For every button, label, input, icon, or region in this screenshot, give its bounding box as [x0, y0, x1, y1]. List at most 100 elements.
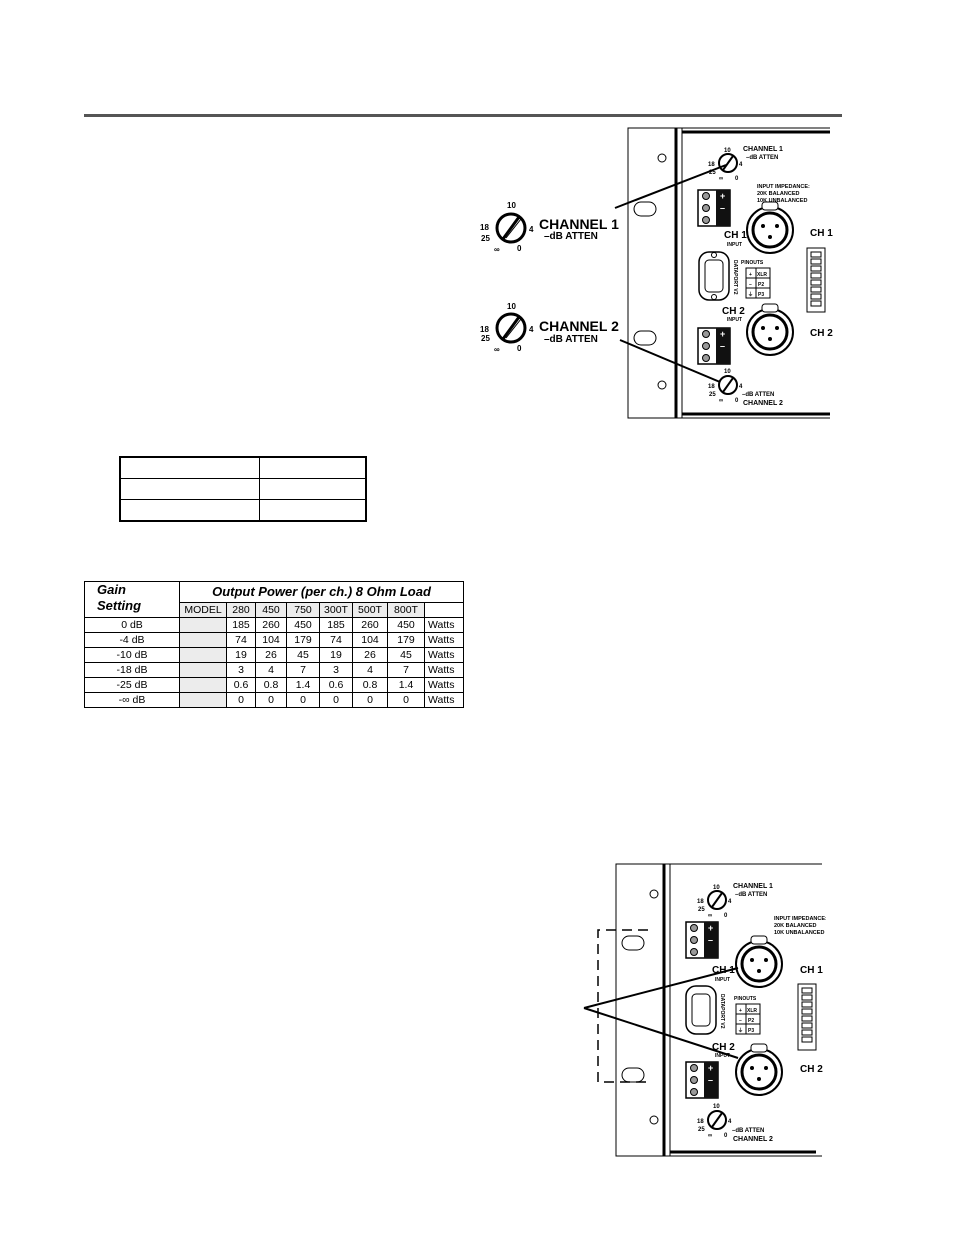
impedance-line2: 20K BALANCED — [757, 191, 800, 197]
dip-switch-bank[interactable] — [806, 247, 826, 313]
power-value-cell: 74 — [226, 632, 256, 648]
svg-text:18: 18 — [697, 899, 704, 905]
pinouts-label: PINOUTS — [741, 260, 764, 266]
power-value-cell: 0 — [387, 692, 425, 708]
terminal-block-ch2[interactable]: + – — [697, 327, 731, 365]
knob2-scale-18: 18 — [480, 325, 489, 334]
power-value-cell: 7 — [286, 662, 320, 678]
power-value-cell: 74 — [319, 632, 353, 648]
rear-panel-figure: 10 4 0 ∞ 25 18 CHANNEL 1 –dB ATTEN 10 4 … — [480, 127, 833, 419]
power-value-cell: 1.4 — [387, 677, 425, 693]
lower-pin-p3: P3 — [748, 1028, 754, 1034]
panel-knob-ch1[interactable] — [718, 153, 738, 173]
model-blank-cell — [179, 632, 227, 648]
knob2-scale-10: 10 — [507, 302, 516, 311]
col-450: 450 — [255, 602, 287, 618]
lower-pin-xlr: XLR — [747, 1008, 757, 1014]
power-value-cell: 0.6 — [226, 677, 256, 693]
svg-text:4: 4 — [739, 384, 743, 390]
power-value-cell: 26 — [255, 647, 287, 663]
unit-cell: Watts — [424, 677, 464, 693]
output-power-header: Output Power (per ch.) 8 Ohm Load — [179, 581, 464, 603]
svg-text:10: 10 — [724, 369, 731, 375]
lower-ch1-text: CH 1 — [800, 965, 823, 976]
power-value-cell: 260 — [352, 617, 388, 633]
svg-text:0: 0 — [724, 1133, 728, 1139]
lower-ch2-label: CHANNEL 2 — [733, 1136, 773, 1143]
lower-dataport-label: DATAPORT V2 — [719, 994, 725, 1029]
power-value-cell: 3 — [319, 662, 353, 678]
model-blank-cell — [179, 647, 227, 663]
svg-text:∞: ∞ — [708, 913, 712, 919]
gain-setting-cell: -10 dB — [84, 647, 180, 663]
panel-input-ch1-sub: INPUT — [727, 242, 742, 248]
power-value-cell: 0 — [352, 692, 388, 708]
power-value-cell: 7 — [387, 662, 425, 678]
knob2-scale-0: 0 — [517, 344, 522, 353]
lower-ch2-text: CH 2 — [800, 1064, 823, 1075]
lower-impedance-1: INPUT IMPEDANCE: — [774, 916, 826, 922]
svg-text:–: – — [708, 935, 713, 945]
svg-text:–: – — [708, 1075, 713, 1085]
power-value-cell: 0 — [226, 692, 256, 708]
svg-text:18: 18 — [708, 162, 715, 168]
dataport-connector[interactable] — [698, 251, 730, 301]
lower-terminal-ch1[interactable]: + – — [685, 921, 719, 959]
xlr-jack-ch1[interactable] — [746, 201, 794, 254]
lower-xlr-ch2[interactable] — [735, 1043, 783, 1096]
lower-terminal-ch2[interactable]: + – — [685, 1061, 719, 1099]
terminal-block-ch1[interactable]: + – — [697, 189, 731, 227]
svg-text:+: + — [720, 329, 725, 339]
lower-pinouts-label: PINOUTS — [734, 996, 757, 1002]
lower-knob-ch1[interactable] — [707, 890, 727, 910]
lower-dataport[interactable] — [685, 985, 717, 1035]
gain-setting-cell: -18 dB — [84, 662, 180, 678]
panel-knob-ch2[interactable] — [718, 375, 738, 395]
panel-ch2-label: CHANNEL 2 — [743, 400, 783, 407]
svg-text:0: 0 — [735, 176, 739, 182]
svg-text:0: 0 — [724, 913, 728, 919]
power-value-cell: 45 — [286, 647, 320, 663]
pin-xlr: XLR — [757, 272, 767, 278]
knob2-scale-4: 4 — [529, 325, 534, 334]
power-value-cell: 19 — [226, 647, 256, 663]
power-value-cell: 26 — [352, 647, 388, 663]
lower-dip-switch[interactable] — [797, 983, 817, 1051]
panel-input-ch2-sub: INPUT — [727, 317, 742, 323]
svg-text:+: + — [708, 1063, 713, 1073]
svg-text:∞: ∞ — [708, 1133, 712, 1139]
power-value-cell: 450 — [286, 617, 320, 633]
model-blank-cell — [179, 617, 227, 633]
svg-text:∞: ∞ — [719, 176, 723, 182]
svg-text:25: 25 — [698, 907, 705, 913]
knob2-title: CHANNEL 2 — [539, 318, 619, 334]
panel-ch1-label: CHANNEL 1 — [743, 146, 783, 153]
unit-cell: Watts — [424, 662, 464, 678]
gain-header-line1: Gain — [97, 582, 126, 597]
top-rule — [84, 114, 842, 117]
svg-text:+: + — [739, 1008, 742, 1014]
panel-ch1-text: CH 1 — [810, 228, 833, 239]
svg-text:⏚: ⏚ — [738, 1027, 743, 1034]
lower-xlr-ch1[interactable] — [735, 935, 783, 988]
panel-ch2-atten: –dB ATTEN — [742, 392, 774, 398]
lower-knob-ch2[interactable] — [707, 1110, 727, 1130]
gain-setting-cell: -25 dB — [84, 677, 180, 693]
power-value-cell: 104 — [352, 632, 388, 648]
channel1-attenuator-knob[interactable] — [495, 212, 527, 244]
svg-text:–: – — [720, 203, 725, 213]
xlr-jack-ch2[interactable] — [746, 303, 794, 356]
col-280: 280 — [226, 602, 256, 618]
channel2-attenuator-knob[interactable] — [495, 312, 527, 344]
lower-ch1-atten: –dB ATTEN — [735, 892, 767, 898]
col-300t: 300T — [319, 602, 353, 618]
svg-text:–: – — [720, 341, 725, 351]
svg-text:4: 4 — [728, 899, 732, 905]
gain-header-line2: Setting — [97, 598, 142, 613]
knob2-scale-inf: ∞ — [494, 345, 500, 354]
power-value-cell: 0 — [255, 692, 287, 708]
